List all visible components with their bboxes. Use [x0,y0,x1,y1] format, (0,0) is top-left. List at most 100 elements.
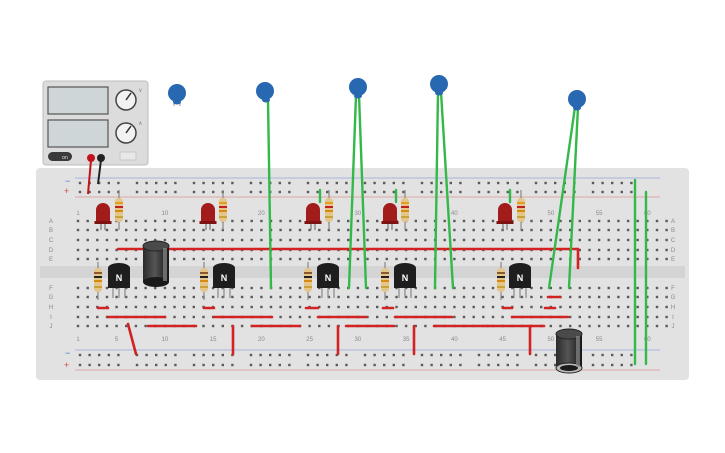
breadboard-hole[interactable] [646,286,649,290]
breadboard-hole[interactable] [491,257,495,261]
breadboard-hole[interactable] [569,295,572,299]
breadboard-hole[interactable] [376,219,379,223]
transistor[interactable]: N [213,263,235,298]
breadboard-hole[interactable] [366,219,369,223]
breadboard-hole[interactable] [559,257,562,261]
breadboard-hole[interactable] [221,305,224,309]
breadboard-hole[interactable] [134,238,138,242]
breadboard-hole[interactable] [316,363,319,367]
breadboard-hole[interactable] [144,238,147,242]
breadboard-hole[interactable] [402,363,405,367]
breadboard-hole[interactable] [298,295,302,299]
breadboard-hole[interactable] [366,315,369,319]
breadboard-hole[interactable] [125,238,128,242]
breadboard-hole[interactable] [453,238,456,242]
breadboard-hole[interactable] [117,181,120,185]
breadboard-hole[interactable] [511,228,514,232]
breadboard-hole[interactable] [506,353,509,357]
breadboard-hole[interactable] [115,257,118,261]
breadboard-hole[interactable] [250,238,253,242]
breadboard-hole[interactable] [192,257,195,261]
breadboard-hole[interactable] [540,286,543,290]
breadboard-hole[interactable] [453,257,456,261]
breadboard-hole[interactable] [347,219,350,223]
breadboard-hole[interactable] [279,228,282,232]
breadboard-hole[interactable] [356,305,360,309]
breadboard-hole[interactable] [534,190,538,194]
breadboard-hole[interactable] [259,363,262,367]
breadboard-hole[interactable] [611,353,614,357]
breadboard-hole[interactable] [107,181,110,185]
breadboard-hole[interactable] [636,315,639,319]
breadboard-hole[interactable] [617,248,620,252]
breadboard-hole[interactable] [183,286,186,290]
breadboard-hole[interactable] [453,315,456,319]
breadboard-hole[interactable] [588,295,591,299]
breadboard-hole[interactable] [443,286,446,290]
breadboard-hole[interactable] [308,238,311,242]
breadboard-hole[interactable] [540,238,543,242]
green-wire[interactable] [347,93,358,290]
breadboard-hole[interactable] [98,363,101,367]
breadboard-hole[interactable] [591,190,595,194]
breadboard-hole[interactable] [626,286,630,290]
breadboard-hole[interactable] [155,353,158,357]
breadboard-hole[interactable] [115,248,118,252]
breadboard-hole[interactable] [279,305,282,309]
breadboard-hole[interactable] [376,257,379,261]
breadboard-hole[interactable] [249,181,253,185]
breadboard-hole[interactable] [626,238,630,242]
breadboard-hole[interactable] [289,286,292,290]
breadboard-hole[interactable] [86,305,89,309]
breadboard-hole[interactable] [347,295,350,299]
breadboard-hole[interactable] [491,219,495,223]
breadboard-hole[interactable] [376,238,379,242]
breadboard-hole[interactable] [144,286,147,290]
breadboard-hole[interactable] [240,286,244,290]
breadboard-hole[interactable] [164,181,167,185]
breadboard-hole[interactable] [630,190,633,194]
breadboard-hole[interactable] [212,190,215,194]
breadboard-hole[interactable] [472,238,475,242]
breadboard-hole[interactable] [459,363,462,367]
breadboard-hole[interactable] [501,295,504,299]
breadboard-hole[interactable] [98,190,101,194]
breadboard-hole[interactable] [617,228,620,232]
breadboard-hole[interactable] [477,181,481,185]
breadboard-hole[interactable] [443,295,446,299]
breadboard-hole[interactable] [318,228,321,232]
breadboard-hole[interactable] [506,363,509,367]
breadboard-hole[interactable] [424,324,427,328]
breadboard-hole[interactable] [337,219,340,223]
breadboard-hole[interactable] [440,190,443,194]
breadboard-hole[interactable] [134,324,138,328]
electrolytic-capacitor[interactable] [142,240,170,287]
breadboard-hole[interactable] [402,181,405,185]
breadboard-hole[interactable] [404,305,408,309]
breadboard-hole[interactable] [135,190,139,194]
breadboard-hole[interactable] [345,353,348,357]
ceramic-capacitor[interactable] [168,84,186,106]
breadboard-hole[interactable] [665,219,668,223]
breadboard-hole[interactable] [145,190,148,194]
breadboard-hole[interactable] [433,295,437,299]
breadboard-hole[interactable] [250,219,253,223]
transistor[interactable]: N [509,263,531,298]
breadboard-hole[interactable] [430,363,433,367]
breadboard-hole[interactable] [279,315,282,319]
breadboard-hole[interactable] [636,324,639,328]
breadboard-hole[interactable] [516,363,519,367]
breadboard-hole[interactable] [646,228,649,232]
breadboard-hole[interactable] [383,353,386,357]
green-wire[interactable] [433,90,440,290]
breadboard-hole[interactable] [88,190,91,194]
breadboard-hole[interactable] [395,324,398,328]
breadboard-hole[interactable] [549,257,552,261]
breadboard-hole[interactable] [76,219,80,223]
breadboard-hole[interactable] [363,363,367,367]
breadboard-hole[interactable] [326,181,329,185]
breadboard-hole[interactable] [288,190,291,194]
breadboard-hole[interactable] [540,219,543,223]
breadboard-hole[interactable] [620,363,623,367]
